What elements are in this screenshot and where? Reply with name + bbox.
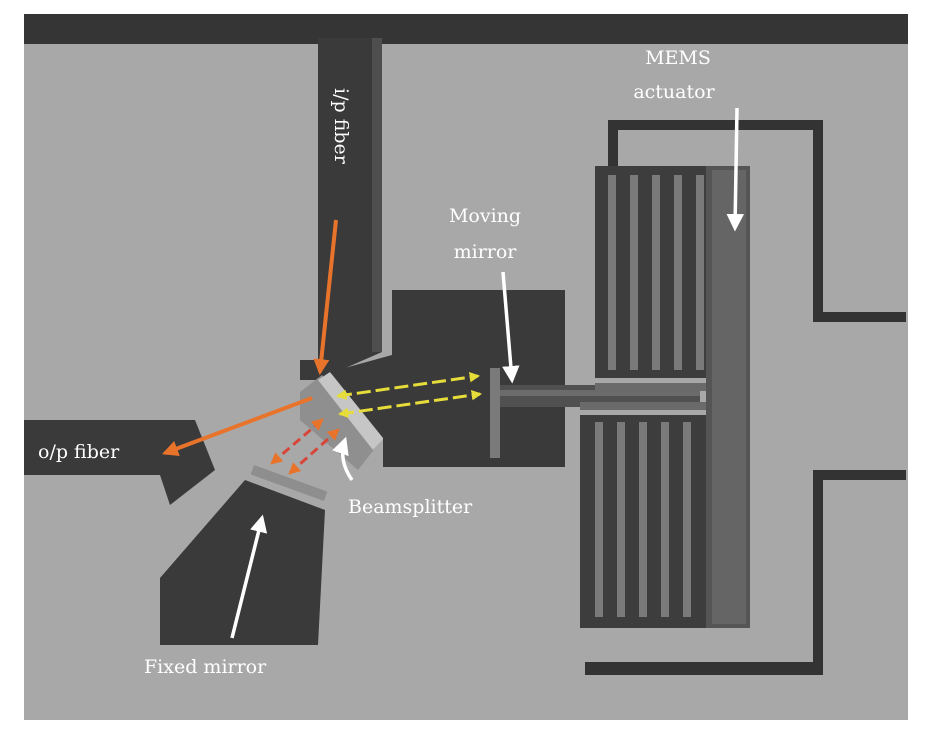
comb-finger: [696, 175, 704, 370]
fixed-arm-beam-arrow: [288, 428, 340, 475]
comb-finger: [652, 175, 660, 370]
moving-mirror-pointer-arrow: [501, 271, 520, 384]
output-beam-arrow: [162, 396, 313, 457]
input-fiber-label: i/p fiber: [330, 88, 352, 165]
input-fiber-channel: [300, 38, 382, 380]
mems-comb-actuator: [580, 166, 750, 628]
comb-crossbar: [595, 383, 745, 391]
comb-finger: [639, 422, 647, 617]
fixed-mirror-label: Fixed mirror: [144, 656, 267, 678]
fixed-mirror-surface: [250, 464, 328, 502]
mems-actuator-label-line1: MEMS: [645, 47, 711, 69]
comb-finger: [683, 422, 691, 617]
actuator-shaft-detail: [500, 390, 700, 396]
comb-finger: [661, 422, 669, 617]
beamsplitter-pointer-arrow: [332, 436, 354, 482]
output-fiber-label: o/p fiber: [38, 441, 120, 463]
comb-spine-teeth: [712, 170, 746, 624]
moving-mirror-label-line1: Moving: [449, 205, 521, 227]
comb-crossbar: [580, 402, 745, 410]
beamsplitter-label: Beamsplitter: [348, 496, 473, 518]
moving-mirror-label-line2: mirror: [454, 241, 518, 263]
fixed-mirror-cavity: [160, 480, 325, 645]
mems-actuator-label-line2: actuator: [633, 81, 715, 103]
comb-finger: [617, 422, 625, 617]
reflected-beam-arrow: [337, 389, 483, 419]
comb-finger: [608, 175, 616, 370]
mems-actuator-pointer-arrow: [726, 107, 744, 232]
input-beam-arrow: [313, 219, 338, 376]
top-trench: [24, 14, 908, 44]
fixed-mirror-pointer-arrow: [230, 514, 268, 639]
comb-finger: [674, 175, 682, 370]
comb-finger: [595, 422, 603, 617]
moving-mirror-plate: [490, 368, 500, 458]
comb-finger: [630, 175, 638, 370]
input-fiber-bevel: [372, 38, 382, 352]
beamsplitter-block: [300, 375, 383, 470]
